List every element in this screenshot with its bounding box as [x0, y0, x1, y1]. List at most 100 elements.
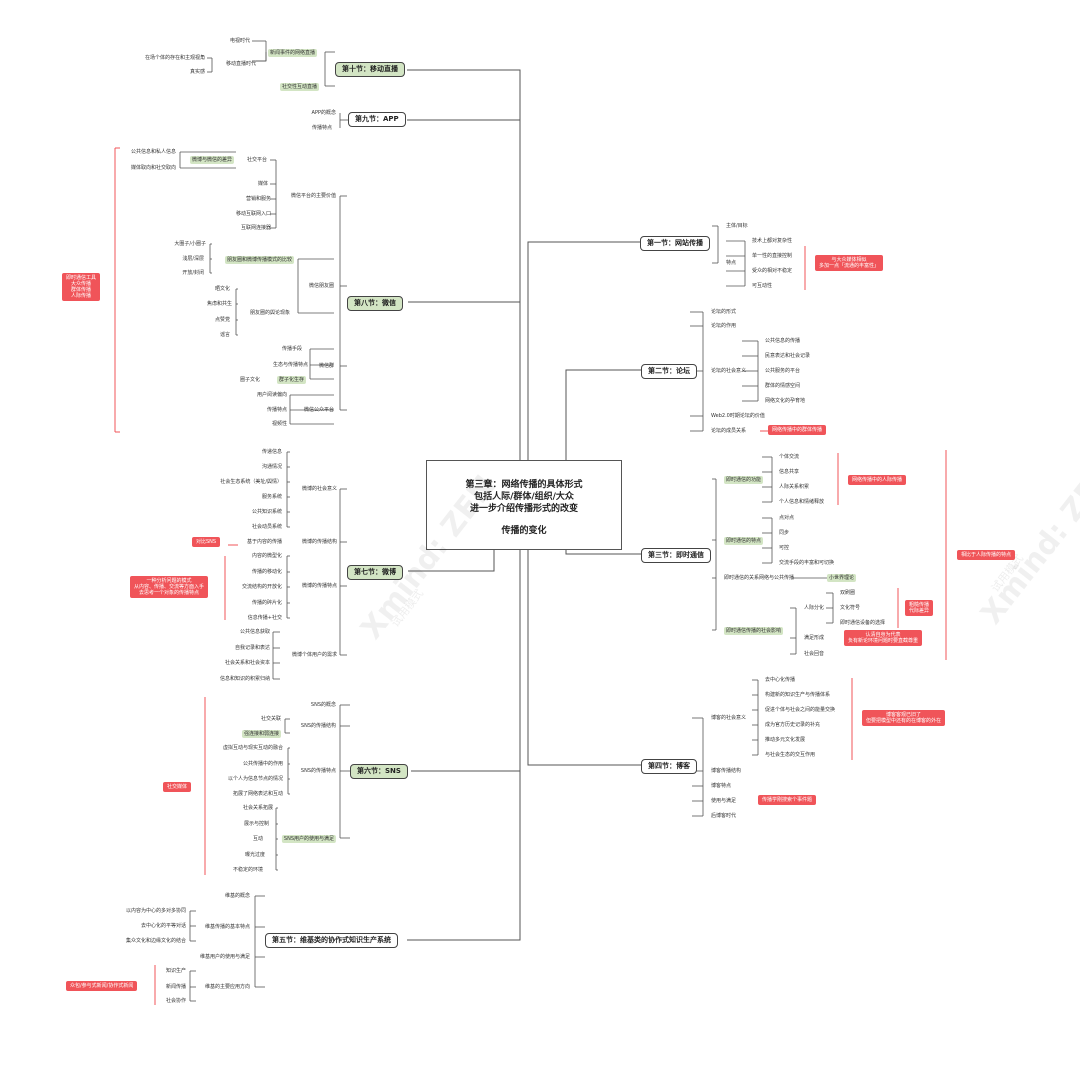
s3-trait-switch[interactable]: 交流手段的丰富和可切换: [779, 560, 835, 566]
s7-trait-micro[interactable]: 内容的微型化: [251, 553, 282, 559]
s1-subject[interactable]: 主体/目标: [726, 223, 748, 229]
s4-social-culture[interactable]: 推动多元文化发展: [765, 737, 806, 743]
s3-small-world[interactable]: 小世界理论: [827, 574, 857, 582]
s3-impact-satisfy[interactable]: 满足形成: [804, 635, 825, 641]
section-2-node[interactable]: 第二节：论坛: [641, 364, 697, 379]
s8-value[interactable]: 微信平台的主要价值: [290, 193, 336, 199]
s5-app-collab[interactable]: 社会协作: [165, 998, 186, 1004]
s3-impact-circle[interactable]: 双刷圈: [840, 590, 856, 596]
s3-func-share[interactable]: 信息共享: [779, 469, 800, 475]
s3-func-individual[interactable]: 个体交流: [779, 454, 800, 460]
section-4-node[interactable]: 第四节：博客: [641, 759, 697, 774]
s7-social-mobilization[interactable]: 社会动员系统: [251, 524, 282, 530]
s6-structure-link[interactable]: 社交关联: [260, 716, 281, 722]
s3-note-representative[interactable]: 认清自身为代表 负有新论环境问题时要直截尊重: [844, 630, 923, 646]
s8-value-media[interactable]: 媒体: [257, 181, 268, 187]
section-10-node[interactable]: 第十节：移动直播: [335, 62, 405, 77]
s7-social-ecology[interactable]: 社会生态系统（美址/舆情）: [220, 479, 282, 485]
s8-group[interactable]: 微信群: [318, 363, 334, 369]
s1-traits[interactable]: 特点: [726, 260, 737, 266]
section-3-node[interactable]: 第三节：即时通信: [641, 548, 711, 563]
s2-social-service[interactable]: 公共服务的平台: [765, 368, 801, 374]
s5-note-crowdsource[interactable]: 众包/参与式新闻/协作式新闻: [66, 981, 138, 991]
s5-uses[interactable]: 维基用户的使用与满足: [199, 954, 250, 960]
s2-note-group[interactable]: 网络传播中的群体传播: [768, 425, 827, 435]
s3-trait-sync[interactable]: 同步: [779, 530, 790, 536]
s6-note-social-media[interactable]: 社交媒体: [163, 782, 192, 792]
s6-use-interact[interactable]: 互动: [252, 836, 263, 842]
s10-mobile-era[interactable]: 移动直播时代: [225, 61, 256, 67]
s4-social-decentral[interactable]: 去中心化传播: [765, 677, 796, 683]
s2-social-public[interactable]: 公共信息的传播: [765, 338, 801, 344]
s6-use-overexpose[interactable]: 曝光过度: [244, 852, 265, 858]
s3-impact[interactable]: 即时通信传播的社会影响: [724, 627, 784, 635]
section-1-node[interactable]: 第一节：网站传播: [640, 236, 710, 251]
section-5-node[interactable]: 第五节：维基类的协作式知识生产系统: [265, 933, 398, 948]
s9-concept[interactable]: APP的概念: [311, 110, 336, 116]
s2-social[interactable]: 论坛的社会意义: [711, 368, 747, 374]
s5-basic[interactable]: 维基传播的基本特点: [204, 924, 250, 930]
s8-op-anxiety[interactable]: 焦虑和共生: [206, 301, 232, 307]
s5-basic-culture[interactable]: 集众文化和边缘文化的结合: [125, 938, 186, 944]
s8-circle-compare[interactable]: 朋友圈和微博传播模式的比较: [224, 256, 294, 264]
s7-note-analysis[interactable]: 一种分析问题的模式 从内容、传播、交流等方面入手 去思考一个对象的传播特点: [130, 576, 209, 598]
section-6-node[interactable]: 第六节：SNS: [350, 764, 408, 779]
s8-circle[interactable]: 微信朋友圈: [308, 283, 334, 289]
s8-circle-opinion[interactable]: 朋友圈的舆论现象: [249, 310, 290, 316]
s6-structure-strong-weak[interactable]: 强连接和弱连接: [241, 730, 281, 738]
s3-trait-control[interactable]: 可控: [779, 545, 790, 551]
s5-basic-content[interactable]: 以内容为中心的多对多协同: [125, 908, 186, 914]
s8-circle-culture[interactable]: 圈子文化: [239, 377, 260, 383]
s10-presence[interactable]: 在场个体的存在和主观视角: [144, 55, 205, 61]
s4-social-knowledge[interactable]: 构建新的知识生产与传播体系: [765, 692, 831, 698]
s3-function[interactable]: 即时通信的功能: [724, 476, 764, 484]
s4-social-history[interactable]: 成为官方历史记录的补充: [765, 722, 821, 728]
s8-group-ecology[interactable]: 生态与传播特点: [272, 362, 308, 368]
section-8-node[interactable]: 第八节：微信: [347, 296, 403, 311]
s10-reality[interactable]: 真实感: [189, 69, 205, 75]
s8-group-survival[interactable]: 群子化生存: [276, 376, 306, 384]
s8-pub-reading[interactable]: 用户阅读偏向: [256, 392, 287, 398]
s3-trait-p2p[interactable]: 点对点: [779, 515, 795, 521]
s3-func-emotion[interactable]: 个人信息和情绪释放: [779, 499, 825, 505]
s10-child-social-live[interactable]: 社交性互动直播: [280, 83, 320, 91]
s8-circle-depth[interactable]: 浅层/深层: [182, 256, 204, 262]
s8-pub-video[interactable]: 视频性: [271, 421, 287, 427]
s8-public[interactable]: 微信公众平台: [303, 407, 334, 413]
s4-traits[interactable]: 博客特点: [711, 783, 732, 789]
s9-traits[interactable]: 传播特点: [311, 125, 332, 131]
s8-value-entry[interactable]: 移动互联网入口: [235, 211, 271, 217]
s10-tv-era[interactable]: 电视时代: [229, 38, 250, 44]
s3-traits[interactable]: 即时通信的特点: [724, 537, 764, 545]
s7-traits[interactable]: 微博的传播特点: [301, 583, 337, 589]
s8-op-like[interactable]: 点赞党: [214, 317, 230, 323]
s7-social-knowledge[interactable]: 公共知识系统: [251, 509, 282, 515]
s8-circle-big-small[interactable]: 大圈子/小圈子: [174, 241, 206, 247]
s6-use-display[interactable]: 展示与控制: [243, 821, 269, 827]
s6-traits[interactable]: SNS的传播特点: [300, 768, 336, 774]
s5-apps[interactable]: 维基的主要应用方向: [204, 984, 250, 990]
s7-trait-fragment[interactable]: 传播的碎片化: [251, 600, 282, 606]
s7-social-communication[interactable]: 沟通情况: [261, 464, 282, 470]
s2-social-opinion[interactable]: 民意表达和社会记录: [765, 353, 811, 359]
s1-note-mass-media[interactable]: 与大众媒体相似 多加一点「流通的丰富性」: [815, 255, 884, 271]
section-7-node[interactable]: 第七节：微博: [347, 565, 403, 580]
central-topic[interactable]: 第三章：网络传播的具体形式 包括人际/群体/组织/大众 进一步介绍传播形式的改变…: [426, 460, 622, 550]
s8-weibo-wechat-diff[interactable]: 微博与微信的差异: [189, 156, 234, 164]
s3-impact-echo[interactable]: 社会回音: [804, 651, 825, 657]
s6-trait-public[interactable]: 公共传播中的作用: [242, 761, 283, 767]
s8-value-connector[interactable]: 互联网连接器: [240, 225, 271, 231]
s7-social-info[interactable]: 传递信息: [261, 449, 282, 455]
s2-web20[interactable]: Web2.0时期论坛的价值: [711, 413, 765, 419]
s5-app-knowledge[interactable]: 知识生产: [165, 968, 186, 974]
s7-social[interactable]: 微博的社会意义: [301, 486, 337, 492]
s4-note-outdated[interactable]: 博客客观已旧了 但要把模型中还有的在博客的外在: [862, 710, 946, 726]
s1-trait-control[interactable]: 单一性的直接控制: [752, 253, 793, 259]
s7-trait-social[interactable]: 信息传播+社交: [247, 615, 282, 621]
s7-social-service[interactable]: 服务系统: [261, 494, 282, 500]
s3-impact-symbol[interactable]: 文化符号: [840, 605, 861, 611]
s4-social-ecology[interactable]: 与社会生态的交互作用: [765, 752, 816, 758]
s6-use-unstable[interactable]: 不稳定的环境: [232, 867, 263, 873]
s5-app-news[interactable]: 新闻传播: [165, 984, 186, 990]
s1-trait-complex[interactable]: 技术上都对复杂性: [752, 238, 793, 244]
